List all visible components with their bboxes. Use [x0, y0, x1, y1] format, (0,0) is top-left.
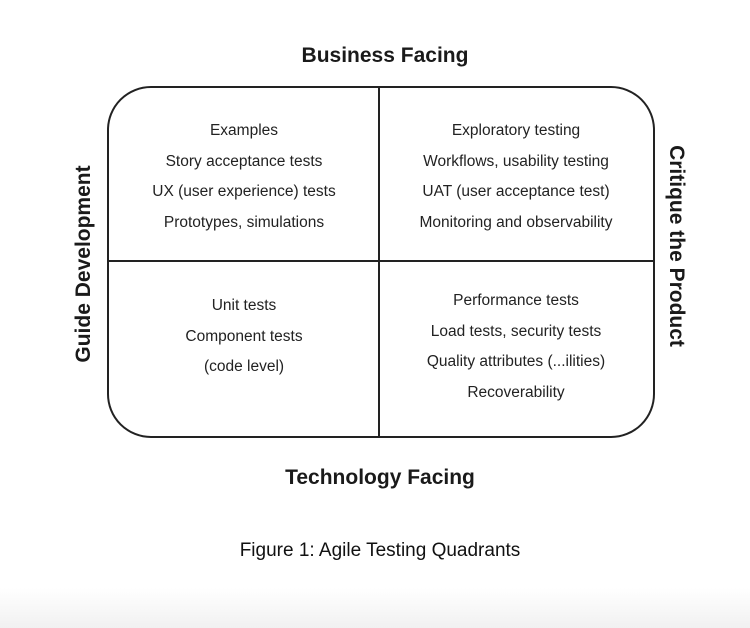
quadrant-item: Component tests [185, 327, 303, 345]
horizontal-divider [108, 260, 654, 262]
axis-label-critique-the-product: Critique the Product [665, 145, 688, 347]
quadrant-frame [107, 86, 655, 438]
quadrant-item: Exploratory testing [451, 122, 581, 139]
quadrant-item: Monitoring and observability [419, 213, 613, 231]
quadrant-bottom-left: Unit tests Component tests (code level) [110, 291, 378, 383]
axis-label-technology-facing: Technology Facing [285, 466, 475, 489]
quadrant-item: Quality attributes (...ilities) [426, 353, 606, 370]
quadrant-top-right: Exploratory testing Workflows, usability… [380, 116, 652, 238]
quadrant-item: Recoverability [467, 383, 565, 401]
quadrant-item: (code level) [203, 358, 285, 375]
quadrant-item: Examples [209, 122, 279, 139]
axis-label-business-facing: Business Facing [301, 44, 469, 67]
quadrant-top-left: Examples Story acceptance tests UX (user… [110, 116, 378, 238]
quadrant-item: Story acceptance tests [165, 152, 323, 170]
vertical-divider [378, 87, 380, 438]
bottom-shading [0, 588, 750, 628]
quadrant-item: UX (user experience) tests [152, 183, 336, 200]
figure-caption: Figure 1: Agile Testing Quadrants [239, 540, 521, 561]
quadrant-item: Workflows, usability testing [423, 152, 609, 170]
quadrant-item: UAT (user acceptance test) [422, 183, 610, 200]
quadrant-bottom-right: Performance tests Load tests, security t… [380, 286, 652, 408]
quadrant-item: Unit tests [211, 297, 277, 314]
quadrant-item: Performance tests [453, 292, 579, 309]
quadrant-item: Prototypes, simulations [163, 213, 325, 231]
quadrant-item: Load tests, security tests [430, 322, 602, 340]
axis-label-guide-development: Guide Development [72, 165, 95, 363]
